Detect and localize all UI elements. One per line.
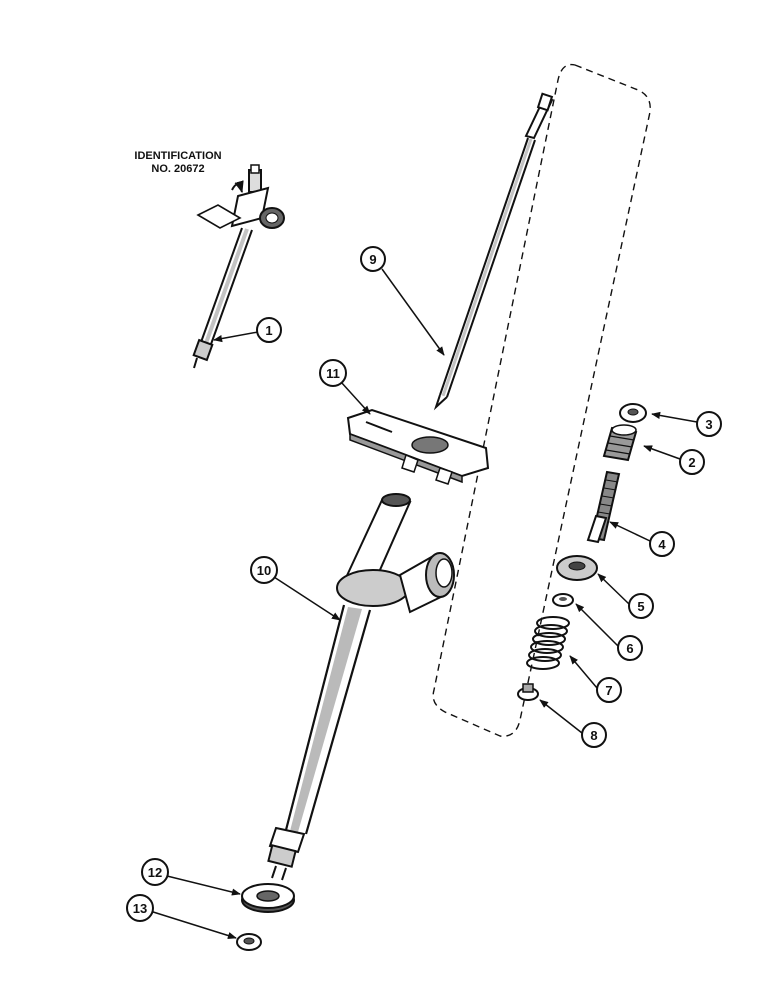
part-1-injector-assembly [192,164,285,369]
callout-11: 11 [319,359,347,387]
identification-arrow [231,180,244,194]
callout-3: 3 [696,411,722,437]
part-6-spring-washer [552,593,574,607]
callout-13-label: 13 [133,901,147,916]
callout-9-label: 9 [369,252,376,267]
identification-line-2: NO. 20672 [151,163,205,175]
callout-13: 13 [126,894,154,922]
callout-2: 2 [679,449,705,475]
part-5-lock-nut [556,555,598,581]
callout-7: 7 [596,677,622,703]
part-8-spring-seat [517,683,539,701]
callout-10: 10 [250,556,278,584]
callout-7-label: 7 [605,683,612,698]
part-11-bracket [346,408,490,485]
part-13-seal-ring [236,933,262,951]
callout-10-label: 10 [257,563,271,578]
part-3-nut [619,403,647,423]
leader-lines [149,268,698,940]
callout-12-label: 12 [148,865,162,880]
callout-5: 5 [628,593,654,619]
callout-9: 9 [360,246,386,272]
callout-3-label: 3 [705,417,712,432]
callout-8-label: 8 [590,728,597,743]
part-10-injector-body [267,493,455,881]
callout-8: 8 [581,722,607,748]
callout-1-label: 1 [265,323,272,338]
callout-11-label: 11 [326,366,340,381]
part-2-threaded-sleeve [602,424,638,462]
callout-1: 1 [256,317,282,343]
dashed-group-outline [432,63,651,737]
part-4-adjusting-screw [586,470,621,544]
identification-line-1: IDENTIFICATION [134,150,222,162]
part-7-spring [526,616,570,670]
identification-label: IDENTIFICATION NO. 20672 [118,150,238,176]
callout-2-label: 2 [688,455,695,470]
part-12-washer [241,883,295,913]
callout-5-label: 5 [637,599,644,614]
part-9-rod [433,92,554,411]
callout-6: 6 [617,635,643,661]
callout-12: 12 [141,858,169,886]
callout-6-label: 6 [626,641,633,656]
callout-4: 4 [649,531,675,557]
callout-4-label: 4 [658,537,666,552]
